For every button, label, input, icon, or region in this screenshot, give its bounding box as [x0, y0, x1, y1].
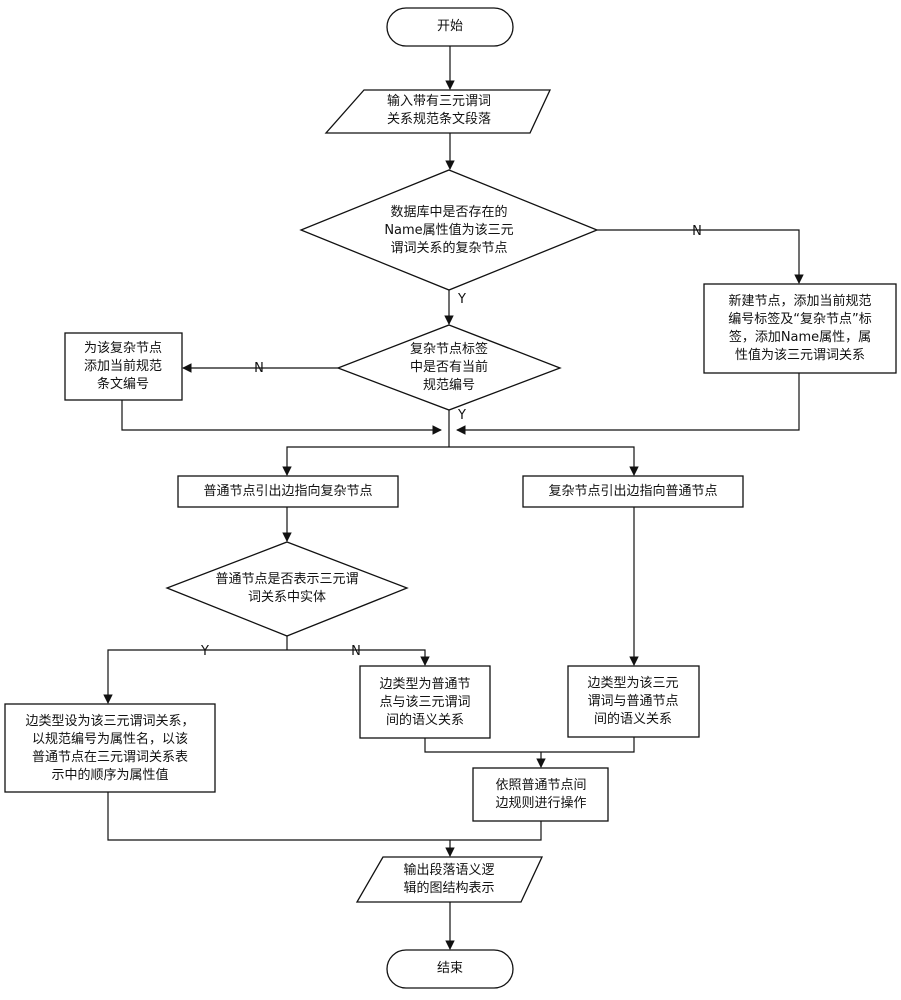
start-terminal [386, 7, 514, 47]
output-parallelogram [355, 856, 544, 903]
edge-label-label-yes: Y [458, 408, 466, 423]
follow-rules-box [472, 767, 609, 822]
decision-entity-diamond [165, 541, 409, 637]
edge-label-entity-yes: Y [201, 644, 209, 659]
end-terminal [386, 949, 514, 989]
edge-create-merge [456, 373, 800, 435]
edge-entity-yes [103, 649, 287, 704]
complex-to-normal-box [522, 475, 744, 508]
create-node-box [703, 283, 897, 374]
add-number-box [64, 332, 183, 401]
edge-entity-no [287, 649, 430, 666]
edge-label-label-no: N [254, 361, 264, 376]
edge-type-semantic1-box [359, 665, 491, 739]
decision-label-diamond [336, 324, 562, 411]
edge-label-db-no: N [692, 224, 702, 239]
edge-semantic1-merge [424, 738, 541, 753]
edge-split-left [282, 446, 449, 476]
input-parallelogram [324, 89, 552, 134]
decision-db-diamond [299, 169, 599, 291]
edge-label-db-yes: Y [458, 292, 466, 307]
edge-semantic2-merge [541, 737, 635, 753]
edge-add-number-merge [121, 400, 442, 435]
edge-type-semantic2-box [567, 665, 700, 738]
edge-split-right [449, 446, 639, 476]
edge-label-entity-no: N [351, 644, 361, 659]
edge-predicate-merge [107, 792, 450, 841]
normal-to-complex-box [177, 475, 399, 508]
edge-type-predicate-box [4, 703, 216, 793]
edge-follow-merge [450, 821, 542, 841]
edge-db-no [597, 229, 804, 284]
